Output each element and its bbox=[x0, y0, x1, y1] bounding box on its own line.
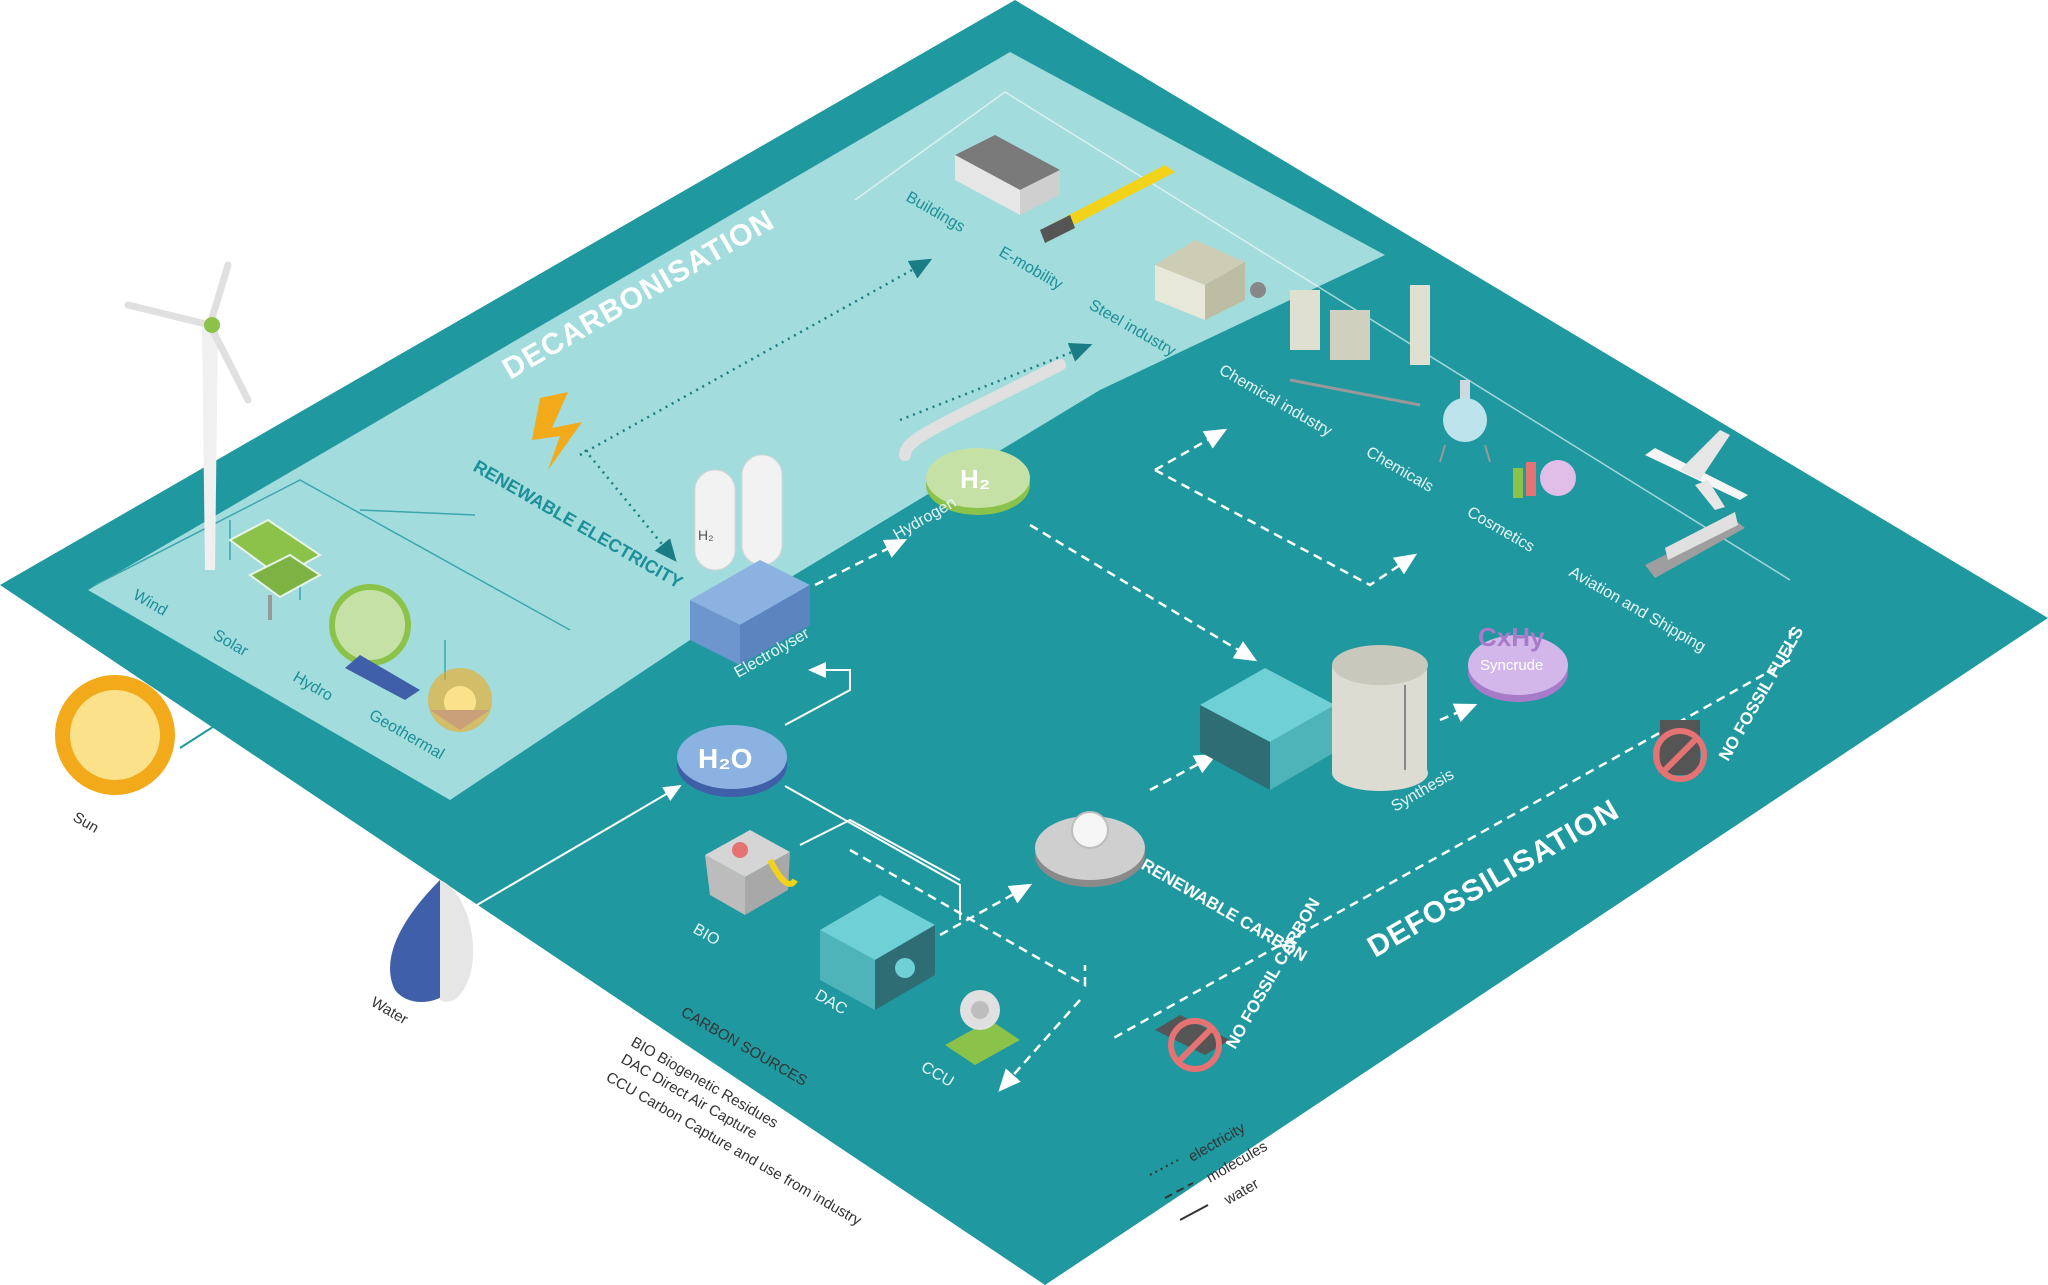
hydro-wheel-icon bbox=[329, 584, 420, 700]
renewable-carbon-node bbox=[1035, 811, 1145, 887]
syncrude-label: Syncrude bbox=[1480, 657, 1543, 674]
syncrude-node bbox=[1468, 635, 1568, 702]
building-icon bbox=[955, 135, 1060, 215]
legend-water: water bbox=[1221, 1175, 1262, 1209]
sun-label: Sun bbox=[70, 809, 102, 837]
electrolyser-icon bbox=[690, 560, 810, 665]
end-uses-bracket bbox=[854, 91, 1791, 581]
chemical-plant-icon bbox=[1289, 285, 1430, 407]
line-legend bbox=[1149, 1159, 1209, 1221]
hydrogen-pipe-icon bbox=[899, 359, 1066, 461]
sun-icon bbox=[55, 675, 175, 795]
airplane-icon bbox=[1645, 430, 1748, 510]
solar-panel-icon bbox=[228, 518, 322, 620]
h2o-node bbox=[677, 725, 787, 797]
water-drop-icon bbox=[390, 880, 474, 1002]
dac-unit-icon bbox=[820, 895, 935, 1010]
no-fossil-fuels-icon bbox=[1653, 720, 1707, 782]
h2-node bbox=[926, 448, 1030, 515]
h2-tanks-icon bbox=[694, 454, 783, 571]
decarbonisation-zone bbox=[88, 52, 1385, 800]
electricity-flows bbox=[579, 258, 1093, 562]
geothermal-icon bbox=[428, 668, 492, 732]
syncrude-formula: CxHy bbox=[1478, 622, 1545, 652]
molecule-flows bbox=[814, 428, 1792, 1092]
water-flows bbox=[179, 662, 961, 920]
lightning-bolt-icon bbox=[532, 392, 582, 470]
steel-factory-icon bbox=[1155, 240, 1266, 320]
no-fossil-carbon-icon bbox=[1155, 1015, 1230, 1072]
h2-tank-label: H₂ bbox=[698, 527, 714, 543]
water-label: Water bbox=[368, 994, 411, 1028]
cosmetics-icon bbox=[1513, 460, 1576, 498]
synthesis-unit-icon bbox=[1200, 645, 1428, 791]
bio-basket-icon bbox=[705, 830, 798, 915]
wind-turbine-icon bbox=[124, 261, 252, 570]
h2-node-label: H₂ bbox=[960, 464, 990, 494]
ship-icon bbox=[1645, 512, 1745, 578]
ccu-roller-icon bbox=[945, 990, 1020, 1065]
h2o-node-label: H₂O bbox=[698, 743, 752, 774]
train-icon bbox=[1040, 165, 1175, 243]
flask-icon bbox=[1439, 380, 1491, 463]
